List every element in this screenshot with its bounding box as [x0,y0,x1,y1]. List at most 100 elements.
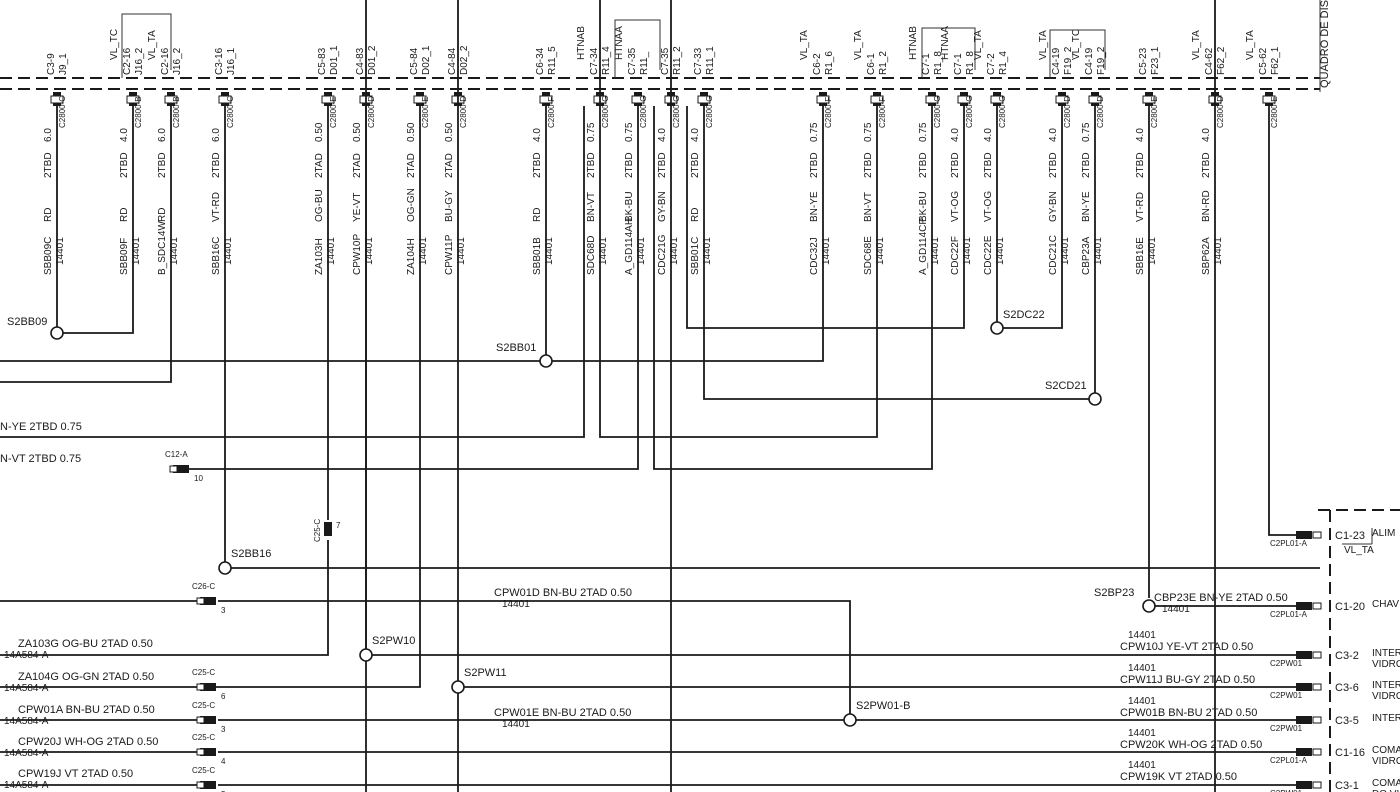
top-connector-sub: J16_2 [172,47,183,75]
connector-pin-outline [990,95,1004,104]
top-connector-sub: R1_4 [998,51,1009,75]
top-connector-tag: VL_TA [1038,30,1049,60]
top-connector-id: C6-2 [812,53,823,75]
top-connector-sub: R11_5 [547,46,558,75]
right-connector-code: C2PW01 [1270,789,1303,792]
right-connector-code: C2PL01-A [1270,610,1308,619]
splice-label: S2BP23 [1094,587,1134,599]
top-connector-code: C2800-E [1150,96,1159,128]
wire-color-label: RD [690,208,701,222]
wire-name-label: ZA103H [314,238,325,275]
connector-pin-outline [697,95,711,104]
right-connector-pin-label: C3-2 [1335,650,1359,662]
top-connector-id: C6-34 [535,47,546,75]
right-wire-label: CPW10J YE-VT 2TAD 0.50 [1120,641,1253,653]
wire-gauge-label: 0.75 [809,122,820,142]
top-connector-sub: F23_1 [1150,46,1161,75]
wire-color-label: GY-BN [1048,191,1059,222]
top-connector-id: C3-16 [214,47,225,75]
top-connector-tag: HTNAA [940,26,951,60]
connector-pin-outline [218,95,232,104]
wire-group-label: 14401 [1060,237,1071,265]
wire-spec-label: 2TBD [532,152,543,178]
top-connector-tag: HTNAB [576,26,587,60]
right-connector-desc: INTER [1372,713,1400,724]
top-connector-code: C2800-F [824,97,833,128]
wire-name-label: B_SDC14W [157,221,168,275]
wire-group-label: 14401 [544,237,555,265]
wire-path [599,106,878,438]
wire-gauge-label: 6.0 [211,128,222,142]
right-connector-pin-outline [1312,781,1322,789]
wire-spec-label: 2TBD [119,152,130,178]
right-wire-group-label: 14401 [1128,630,1156,641]
splice-node-icon [218,561,232,575]
wire-name-label: SBB16E [1135,237,1146,275]
right-connector-pin-icon [1296,602,1312,610]
wire-spec-label: 2TBD [809,152,820,178]
left-wire-sub-label: 14A584-A [4,716,49,727]
top-connector-code: C2800-B [172,96,181,128]
wire-color-label: VT-RD [211,192,222,222]
top-connector-sub: R1_8 [933,51,944,75]
top-connector-sub: J16_1 [226,47,237,75]
wire-color-label: BN-RD [1201,190,1212,222]
box-title-label: QUADRO DE DISTR [1319,0,1331,88]
right-connector-pin-icon [1296,683,1312,691]
top-connector-id: C7-33 [693,47,704,75]
connector-pin-outline [631,95,645,104]
wire-spec-label: 2TBD [657,152,668,178]
top-connector-sub: D02_2 [459,45,470,75]
right-connector-desc2: VIDRO [1372,691,1400,702]
top-connector-id: C5-83 [317,47,328,75]
inline-connector-pin: 4 [221,757,226,766]
wire-group-label: 14401 [55,237,66,265]
right-connector-pin-label: C3-5 [1335,715,1359,727]
mid-wire-group-label: 14401 [502,599,530,610]
top-connector-tag: HTNAA [614,26,625,60]
top-connector-sub: F62_2 [1216,46,1227,75]
splice-label: S2BB01 [496,342,536,354]
wire-spec-label: 2TBD [690,152,701,178]
wire-gauge-label: 6.0 [43,128,54,142]
left-wire-sub-label: 14A584-A [4,780,49,791]
wire-name-label: A_GD114CP [918,218,929,275]
left-wire-label: CPW01A BN-BU 2TAD 0.50 [18,704,155,716]
wire-color-label: BN-YE [809,191,820,222]
wire-path [703,106,1089,400]
top-connector-code: C2800-D [1216,96,1225,128]
top-connector-code: C2800-G [965,96,974,128]
inline-connector-outline [169,465,178,473]
wire-group-label: 14401 [702,237,713,265]
wire-color-label: GY-BN [657,191,668,222]
top-connector-code: C2800-D [459,96,468,128]
wire-gauge-label: 4.0 [1048,128,1059,142]
top-connector-code: C2800-G [705,96,714,128]
wire-group-label: 14401 [1093,237,1104,265]
wire-group-label: 14401 [169,237,180,265]
shield-bracket [1049,29,1106,78]
wire-color-label: BN-VT [863,192,874,222]
splice-node-icon [451,680,465,694]
top-connector-tag: VL_TC [109,29,120,60]
wire-name-label: A_GD114AH [624,218,635,275]
right-wire-label: CPW01B BN-BU 2TAD 0.50 [1120,707,1257,719]
wire-path [1002,106,1063,329]
wire-name-label: SBB01C [690,237,701,275]
inline-connector-id: C25-C [192,733,215,742]
connector-pin-outline [539,95,553,104]
top-connector-code: C2800-C [58,96,67,128]
top-connector-id: C4-19 [1084,47,1095,75]
inline-connector-outline [196,597,205,605]
mid-wire-label: CBP23E BN-YE 2TAD 0.50 [1154,592,1288,604]
top-connector-sub: R11_2 [672,46,683,75]
splice-label: S2PW11 [464,667,507,679]
right-connector-pin-icon [1296,781,1312,789]
top-connector-id: C7-2 [986,53,997,75]
connector-pin-outline [1055,95,1069,104]
connector-pin-outline [126,95,140,104]
wire-spec-label: 2TAD [314,153,325,178]
wire-name-label: SBB09F [119,238,130,275]
wire-path [686,106,965,329]
inline-connector-id: C26-C [192,582,215,591]
